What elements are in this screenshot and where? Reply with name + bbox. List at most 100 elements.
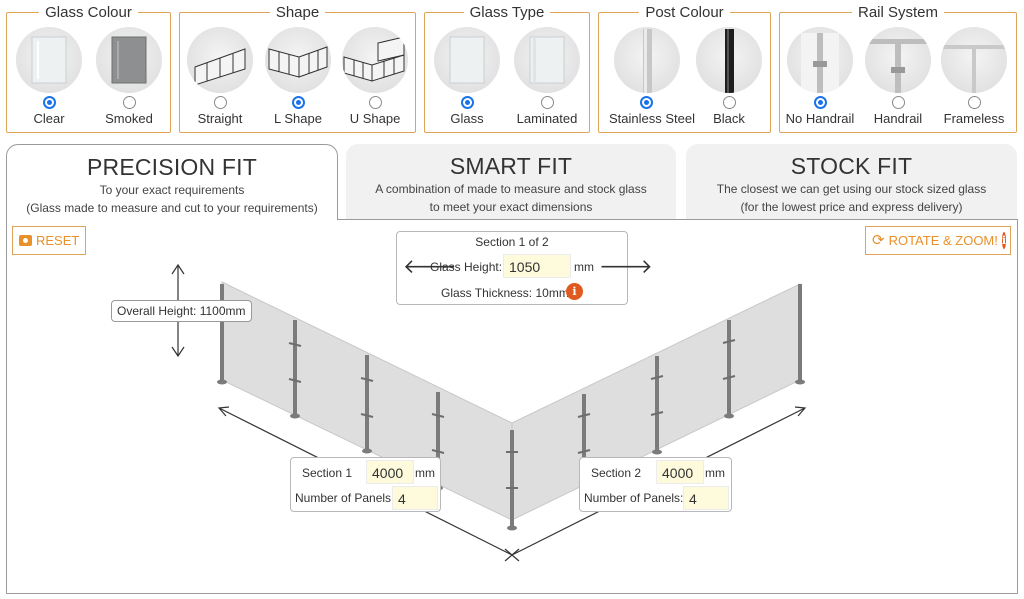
option-stainless-steel[interactable]: Stainless Steel (609, 27, 695, 126)
info-icon[interactable]: i (566, 283, 583, 300)
tab-smart-fit[interactable]: SMART FIT A combination of made to measu… (346, 144, 676, 220)
info-icon[interactable]: i (1001, 232, 1007, 249)
tab-description: (for the lowest price and express delive… (740, 200, 963, 214)
post-colour-group: Post Colour Stainless Steel Black (598, 4, 771, 133)
camera-icon (19, 235, 32, 246)
section-2-length-input[interactable]: 4000 (656, 460, 704, 484)
tab-title: SMART FIT (449, 153, 573, 179)
group-title: Rail System (851, 4, 945, 21)
posts (217, 284, 805, 531)
option-label: U Shape (349, 111, 401, 126)
overall-height-label: Overall Height: 1100mm (111, 300, 252, 322)
option-label: Glass (450, 111, 484, 126)
option-frameless[interactable]: Frameless (938, 27, 1010, 126)
section-1-panels-input[interactable]: 4 (392, 486, 438, 510)
group-title: Glass Type (463, 4, 551, 21)
u-shape-icon (342, 27, 408, 93)
tab-title: STOCK FIT (790, 153, 913, 179)
no-handrail-icon (787, 27, 853, 93)
handrail-radio[interactable] (891, 96, 905, 109)
option-label: Straight (197, 111, 243, 126)
option-smoked[interactable]: Smoked (93, 27, 165, 126)
group-title: Glass Colour (39, 4, 138, 21)
stainless-post-icon (613, 27, 680, 93)
option-label: Frameless (943, 111, 1005, 126)
tab-description: A combination of made to measure and sto… (375, 182, 647, 196)
clear-glass-icon (16, 27, 82, 93)
black-post-icon (696, 27, 762, 93)
l-shape-radio[interactable] (291, 96, 305, 109)
option-label: Clear (33, 111, 65, 126)
section-1-length-input[interactable]: 4000 (366, 460, 414, 484)
glass-radio[interactable] (460, 96, 474, 109)
stainless-steel-radio[interactable] (640, 96, 653, 109)
reset-button[interactable]: RESET (12, 226, 87, 255)
option-label: Handrail (873, 111, 923, 126)
glass-type-icon (434, 27, 500, 93)
straight-shape-icon (187, 27, 253, 93)
arrow-right-icon[interactable]: 🡒 (599, 256, 653, 278)
reset-label: RESET (36, 233, 80, 248)
option-label: Laminated (516, 111, 578, 126)
section-navigator: Section 1 of 2 🡐 Glass Height: 1050 mm 🡒… (396, 231, 653, 305)
option-label: Black (713, 111, 745, 126)
tab-precision-fit[interactable]: PRECISION FIT To your exact requirements… (6, 144, 338, 220)
glass-thickness-label: Glass Thickness: 10mm (441, 286, 569, 300)
smoked-glass-icon (96, 27, 162, 93)
frameless-radio[interactable] (967, 96, 981, 109)
shape-group: Shape Straight L Shape U Shape (179, 4, 416, 133)
no-handrail-radio[interactable] (813, 96, 827, 109)
frameless-icon (941, 27, 1007, 93)
u-shape-radio[interactable] (368, 96, 382, 109)
option-glass[interactable]: Glass (431, 27, 503, 126)
section-title: Section 1 of 2 (475, 235, 549, 249)
group-title: Shape (269, 4, 326, 21)
tab-title: PRECISION FIT (86, 154, 257, 180)
option-no-handrail[interactable]: No Handrail (784, 27, 856, 126)
glass-height-label: Glass Height: (430, 260, 503, 274)
black-radio[interactable] (722, 96, 736, 109)
option-clear[interactable]: Clear (13, 27, 85, 126)
option-label: L Shape (274, 111, 322, 126)
option-straight[interactable]: Straight (184, 27, 256, 126)
laminated-radio[interactable] (540, 96, 554, 109)
tab-description: to meet your exact dimensions (429, 200, 593, 214)
option-label: Stainless Steel (609, 111, 695, 126)
rotate-zoom-label: ROTATE & ZOOM! (888, 233, 998, 248)
glass-type-group: Glass Type Glass Laminated (424, 4, 590, 133)
option-l-shape[interactable]: L Shape (262, 27, 334, 126)
section-2-box: Section 2 4000 mm Number of Panels: 4 (579, 457, 732, 512)
group-title: Post Colour (639, 4, 730, 21)
smoked-radio[interactable] (122, 96, 136, 109)
panels-label: Number of Panels: (584, 491, 684, 505)
section-1-box: Section 1 4000 mm Number of Panels: 4 (290, 457, 441, 512)
length-unit: mm (415, 466, 435, 480)
option-u-shape[interactable]: U Shape (339, 27, 411, 126)
tab-stock-fit[interactable]: STOCK FIT The closest we can get using o… (686, 144, 1017, 220)
rail-system-group: Rail System No Handrail Handrail Framele… (779, 4, 1017, 133)
straight-radio[interactable] (213, 96, 227, 109)
section-label: Section 2 (591, 466, 642, 480)
glass-colour-group: Glass Colour Clear Smoked (6, 4, 171, 133)
option-label: No Handrail (785, 111, 855, 126)
handrail-icon (865, 27, 931, 93)
tab-description: (Glass made to measure and cut to your r… (26, 201, 318, 215)
section-2-panels-input[interactable]: 4 (683, 486, 729, 510)
tab-description: To your exact requirements (99, 183, 245, 197)
glass-clamps (288, 339, 736, 489)
laminated-glass-icon (514, 27, 580, 93)
clear-radio[interactable] (42, 96, 56, 109)
option-handrail[interactable]: Handrail (862, 27, 934, 126)
option-label: Smoked (105, 111, 153, 126)
glass-height-input[interactable]: 1050 (503, 254, 571, 278)
option-laminated[interactable]: Laminated (511, 27, 583, 126)
glass-height-unit: mm (574, 260, 594, 274)
section-label: Section 1 (302, 466, 353, 480)
panels-label: Number of Panels: (295, 491, 395, 505)
arrow-left-icon[interactable]: 🡐 (403, 256, 457, 278)
l-shape-icon (265, 27, 331, 93)
tab-description: The closest we can get using our stock s… (716, 182, 987, 196)
option-black[interactable]: Black (693, 27, 765, 126)
rotate-zoom-button[interactable]: ⟳ ROTATE & ZOOM! i (865, 226, 1011, 255)
length-unit: mm (705, 466, 725, 480)
